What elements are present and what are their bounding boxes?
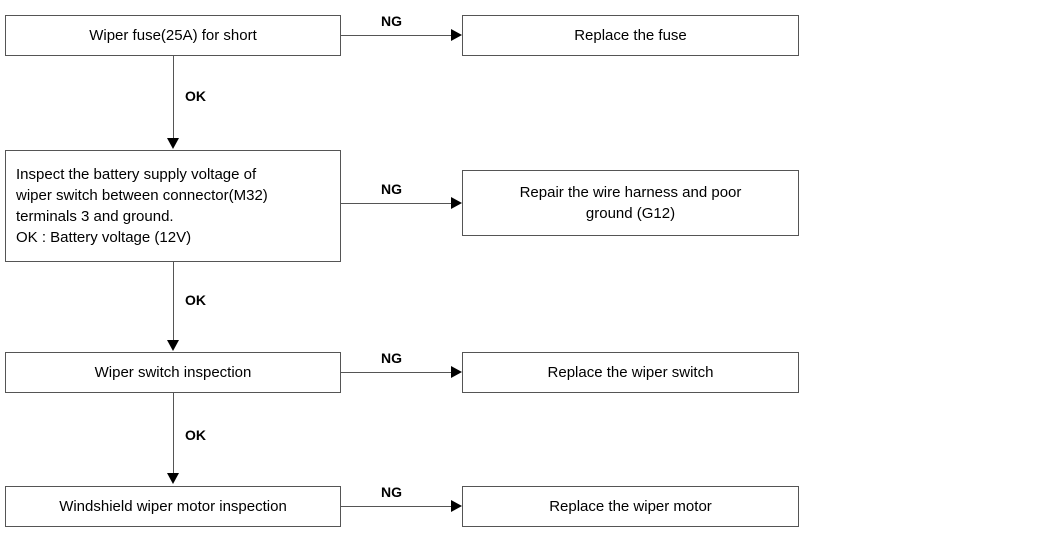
node-replace-fuse-label: Replace the fuse (574, 27, 687, 44)
edge-line-ok-3 (173, 393, 174, 474)
node-check-voltage[interactable]: Inspect the battery supply voltage of wi… (5, 150, 341, 262)
node-replace-switch-label: Replace the wiper switch (547, 364, 714, 381)
edge-label-ok-1: OK (185, 88, 206, 104)
edge-label-ng-3: NG (381, 350, 402, 366)
edge-line-ok-2 (173, 262, 174, 341)
edge-line-ng-3 (341, 372, 453, 373)
node-check-voltage-label: Inspect the battery supply voltage of wi… (16, 166, 268, 246)
edge-label-ng-4: NG (381, 484, 402, 500)
node-check-fuse[interactable]: Wiper fuse(25A) for short (5, 15, 341, 56)
edge-label-ok-3: OK (185, 427, 206, 443)
node-replace-motor-label: Replace the wiper motor (549, 498, 712, 515)
edge-line-ng-1 (341, 35, 453, 36)
node-replace-fuse[interactable]: Replace the fuse (462, 15, 799, 56)
edge-label-ng-2: NG (381, 181, 402, 197)
node-check-fuse-label: Wiper fuse(25A) for short (89, 27, 257, 44)
edge-arrowhead-ng-4 (451, 500, 462, 512)
node-check-motor[interactable]: Windshield wiper motor inspection (5, 486, 341, 527)
edge-arrowhead-ok-2 (167, 340, 179, 351)
edge-arrowhead-ng-3 (451, 366, 462, 378)
edge-line-ng-4 (341, 506, 453, 507)
node-check-switch[interactable]: Wiper switch inspection (5, 352, 341, 393)
node-replace-motor[interactable]: Replace the wiper motor (462, 486, 799, 527)
edge-line-ng-2 (341, 203, 453, 204)
edge-label-ng-1: NG (381, 13, 402, 29)
edge-label-ok-2: OK (185, 292, 206, 308)
edge-arrowhead-ng-2 (451, 197, 462, 209)
edge-arrowhead-ng-1 (451, 29, 462, 41)
node-repair-harness[interactable]: Repair the wire harness and poor ground … (462, 170, 799, 236)
node-repair-harness-label: Repair the wire harness and poor ground … (519, 184, 742, 222)
edge-arrowhead-ok-1 (167, 138, 179, 149)
node-replace-switch[interactable]: Replace the wiper switch (462, 352, 799, 393)
node-check-switch-label: Wiper switch inspection (94, 364, 252, 381)
node-check-motor-label: Windshield wiper motor inspection (59, 498, 287, 515)
edge-line-ok-1 (173, 56, 174, 139)
edge-arrowhead-ok-3 (167, 473, 179, 484)
